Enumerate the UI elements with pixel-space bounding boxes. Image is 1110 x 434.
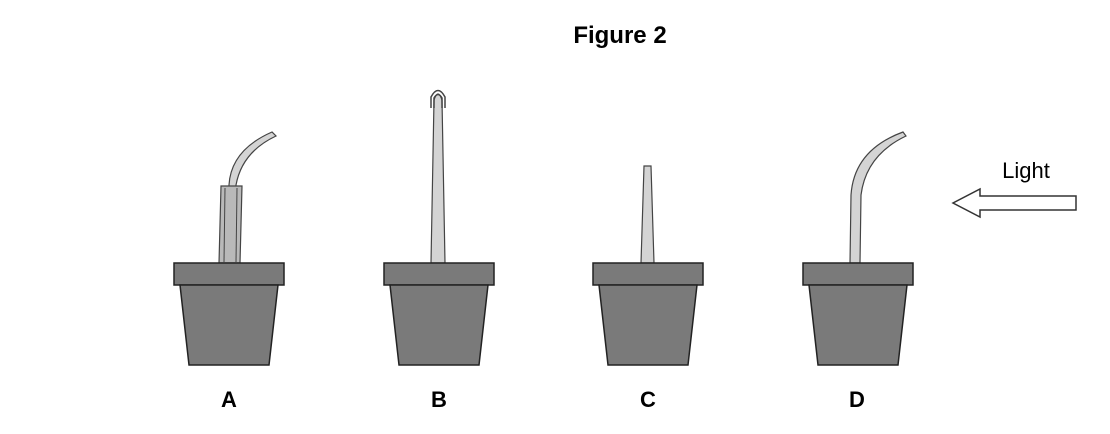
plant-a-sleeve: [218, 185, 243, 264]
light-arrow-icon: [951, 187, 1077, 219]
plant-b-label: B: [431, 387, 447, 412]
plant-a: A: [173, 131, 285, 412]
plant-b-pot-body: [389, 284, 489, 366]
plant-a-pot-rim: [173, 262, 285, 286]
figure-title: Figure 2: [573, 22, 666, 49]
plant-d: D: [802, 131, 914, 412]
light-indicator: Light: [951, 158, 1077, 219]
plant-a-pot-body: [179, 284, 279, 366]
plant-d-pot-body: [808, 284, 908, 366]
plant-a-label: A: [221, 387, 237, 412]
light-label: Light: [1002, 158, 1050, 183]
plant-b-shoot: [430, 93, 446, 264]
plant-b-pot-rim: [383, 262, 495, 286]
plant-b: B: [383, 89, 495, 412]
plant-c-pot-rim: [592, 262, 704, 286]
plant-b-tip-cap: [430, 89, 446, 108]
plant-c: C: [592, 165, 704, 412]
plant-c-label: C: [640, 387, 656, 412]
plant-d-label: D: [849, 387, 865, 412]
plant-d-pot-rim: [802, 262, 914, 286]
plant-c-shoot: [640, 165, 655, 264]
plant-a-shoot: [226, 131, 278, 264]
plant-d-shoot: [849, 131, 907, 264]
plant-c-pot-body: [598, 284, 698, 366]
